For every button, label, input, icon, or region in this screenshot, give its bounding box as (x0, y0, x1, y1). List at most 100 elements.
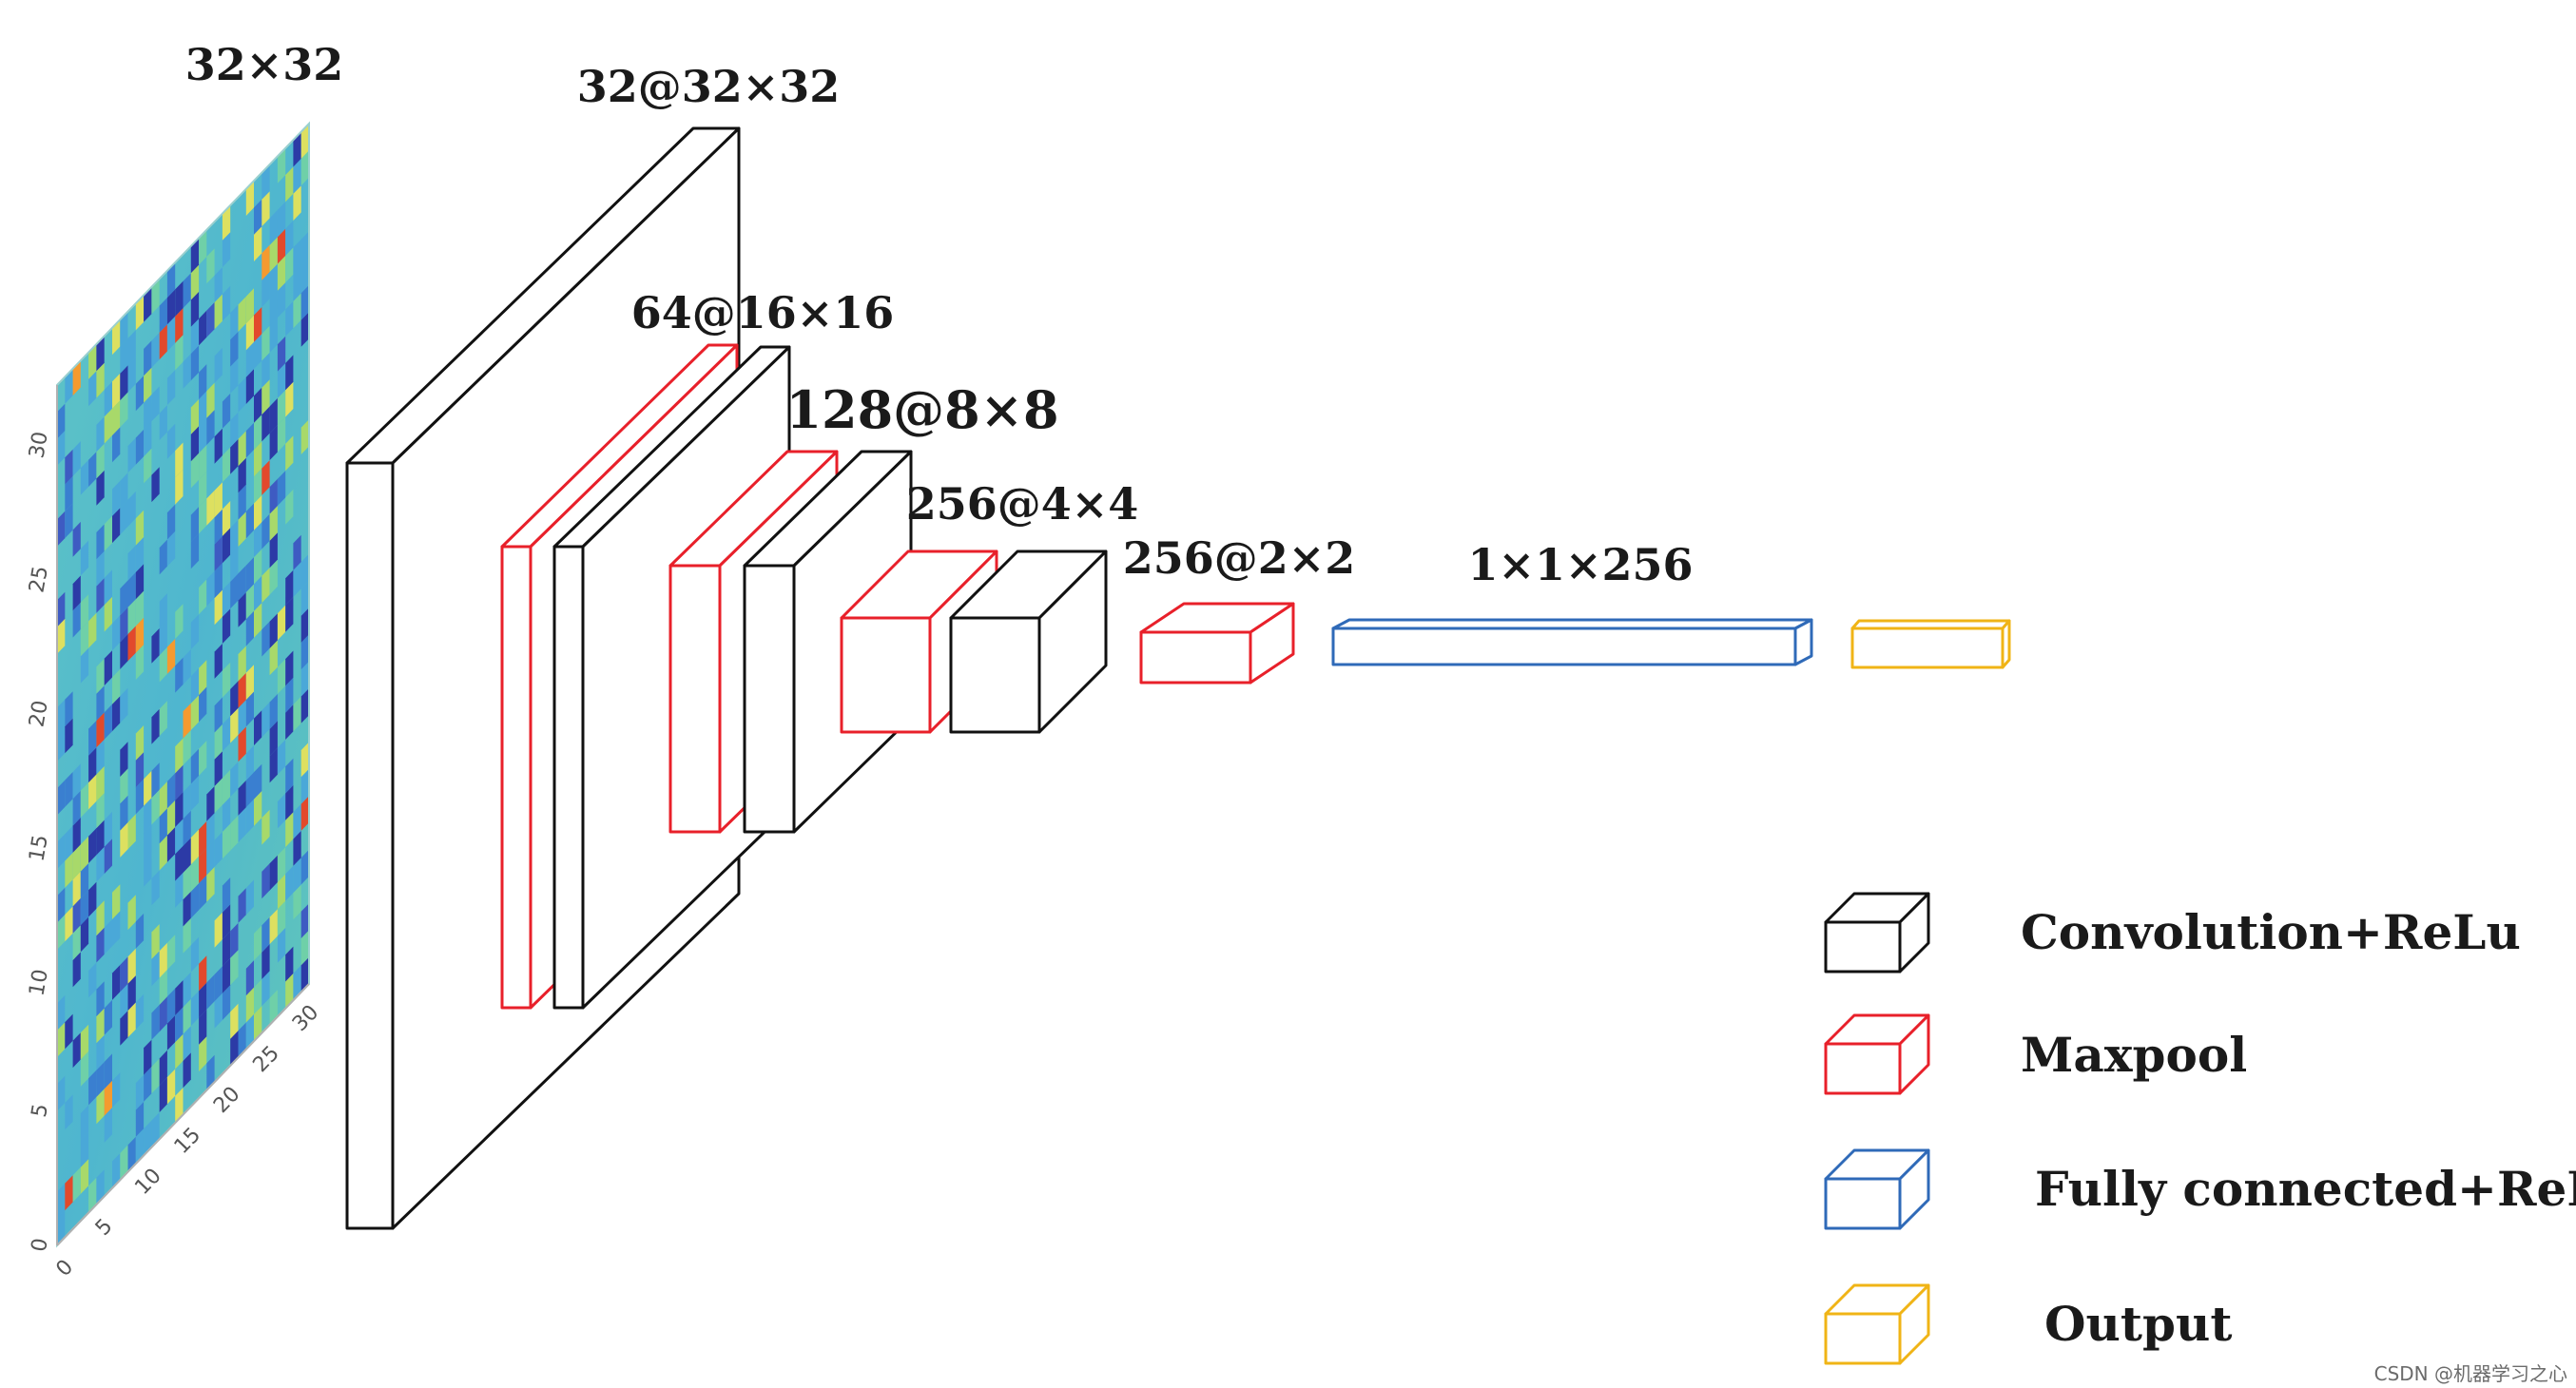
heatmap-cell (72, 521, 81, 557)
heatmap-cell (245, 691, 254, 727)
heatmap-cell (127, 599, 136, 634)
heatmap-cell (190, 507, 200, 542)
heatmap-cell (120, 768, 128, 804)
heatmap-cell (300, 150, 309, 186)
heatmap-cell (72, 790, 81, 826)
legend-label-fc: Fully connected+ReLu (2035, 1161, 2576, 1217)
heatmap-cell (269, 290, 278, 326)
heatmap-cell (238, 1022, 246, 1058)
heatmap-cell (80, 890, 89, 926)
heatmap-cell (80, 863, 89, 898)
heatmap-cell (112, 696, 121, 732)
heatmap-cell (261, 916, 270, 953)
heatmap-cell (222, 204, 231, 241)
heatmap-cell (277, 605, 286, 641)
heatmap-cell (104, 650, 112, 686)
heatmap-cell (57, 887, 66, 923)
heatmap-cell (112, 884, 121, 919)
heatmap-cell (277, 336, 286, 372)
heatmap-cell (190, 238, 200, 274)
heatmap-cell (277, 202, 286, 238)
heatmap-cell (127, 1136, 136, 1172)
heatmap-cell (190, 345, 200, 381)
heatmap-cell (96, 712, 105, 748)
heatmap-cell (57, 726, 66, 761)
heatmap-cell (245, 987, 254, 1023)
heatmap-cell (80, 1051, 89, 1087)
heatmap-cell (300, 661, 309, 697)
heatmap-cell (222, 904, 231, 940)
heatmap-cell (88, 452, 97, 487)
heatmap-cell (199, 1036, 207, 1071)
heatmap-cell (245, 557, 254, 592)
heatmap-cell (88, 774, 97, 810)
heatmap-cell (238, 431, 246, 467)
heatmap-cell (166, 504, 176, 540)
heatmap-cell (206, 839, 215, 876)
heatmap-cell (254, 603, 262, 638)
heatmap-cell (166, 1069, 176, 1105)
heatmap-cell (230, 815, 239, 851)
heatmap-cell (96, 1169, 105, 1205)
heatmap-cell (159, 781, 167, 817)
heatmap-cell (88, 962, 97, 998)
heatmap-cell (57, 834, 66, 870)
heatmap-cell (277, 793, 286, 829)
heatmap-cell (104, 515, 112, 551)
heatmap-cell (277, 900, 286, 936)
heatmap-cell (112, 911, 121, 947)
heatmap-cell (120, 607, 128, 643)
heatmap-cell (238, 780, 246, 816)
conv1-front-face (345, 461, 395, 1230)
heatmap-cell (300, 768, 309, 804)
heatmap-cell (72, 818, 81, 853)
heatmap-cell (159, 835, 167, 871)
heatmap-cell (88, 1177, 97, 1213)
heatmap-cell (245, 1013, 254, 1050)
heatmap-cell (135, 725, 145, 761)
heatmap-cell (293, 858, 301, 894)
heatmap-cell (230, 922, 239, 958)
heatmap-cell (112, 1072, 121, 1108)
heatmap-cell (127, 330, 136, 366)
heatmap-cell (269, 397, 278, 434)
heatmap-cell (254, 925, 262, 961)
heatmap-cell (96, 550, 105, 587)
heatmap-cell (277, 282, 286, 318)
heatmap-cell (127, 545, 136, 581)
heatmap-cell (151, 627, 160, 664)
heatmap-cell (166, 530, 176, 567)
heatmap-cell (254, 791, 262, 826)
x-tick-label: 5 (91, 1214, 118, 1240)
heatmap-cell (144, 770, 152, 806)
heatmap-cell (245, 610, 254, 646)
heatmap-cell (254, 549, 262, 585)
y-tick-label: 10 (25, 968, 52, 998)
legend-label-conv: Convolution+ReLu (2021, 904, 2521, 960)
heatmap-cell (254, 334, 262, 370)
heatmap-cell (72, 575, 81, 611)
heatmap-cell (261, 568, 270, 604)
heatmap-cell (175, 1088, 184, 1124)
heatmap-cell (144, 824, 152, 860)
heatmap-cell (222, 232, 231, 268)
heatmap-cell (96, 470, 105, 506)
heatmap-cell (57, 591, 66, 627)
heatmap-cell (206, 974, 215, 1010)
heatmap-cell (254, 468, 262, 504)
heatmap-cell (190, 991, 200, 1027)
heatmap-cell (65, 825, 73, 861)
heatmap-cell (238, 484, 246, 520)
heatmap-cell (206, 248, 215, 284)
heatmap-cell (80, 1159, 89, 1194)
pool2-front-face (668, 564, 722, 834)
heatmap-cell (183, 891, 191, 927)
heatmap-cell (238, 592, 246, 627)
heatmap-cell (214, 751, 223, 786)
heatmap-cell (183, 1026, 191, 1061)
heatmap-cell (254, 307, 262, 342)
heatmap-cell (88, 612, 97, 648)
heatmap-cell (80, 1024, 89, 1060)
heatmap-cell (254, 494, 262, 530)
